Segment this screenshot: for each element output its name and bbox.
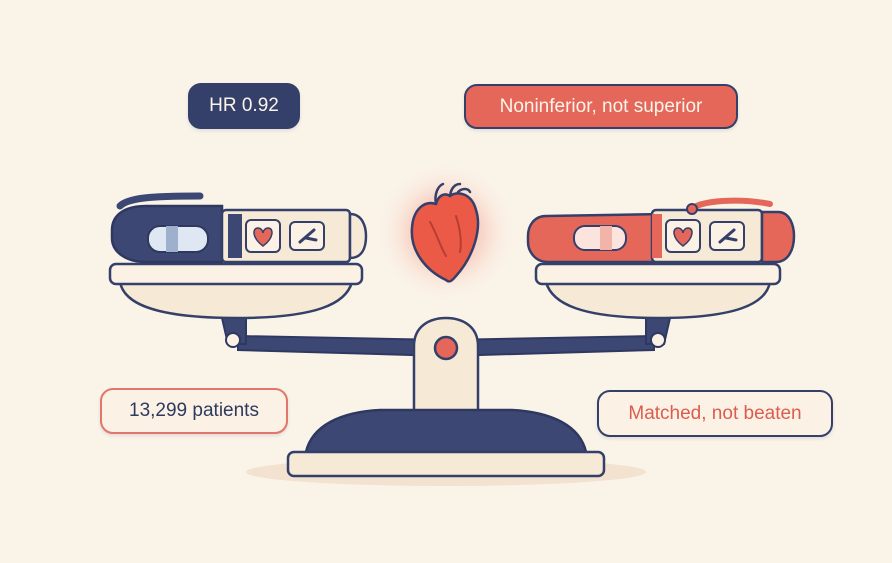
hazard-ratio-badge: HR 0.92 — [188, 83, 300, 129]
injection-pen-left-icon — [110, 192, 368, 264]
patients-badge: 13,299 patients — [100, 388, 288, 434]
scale-base — [286, 408, 606, 478]
heart-icon — [376, 162, 516, 302]
scale-pillar — [412, 316, 480, 422]
injection-pen-right-icon — [526, 197, 796, 264]
left-pan — [108, 262, 364, 320]
verdict-badge: Noninferior, not superior — [464, 84, 738, 129]
outcome-badge: Matched, not beaten — [597, 390, 833, 437]
right-pan — [534, 262, 782, 320]
